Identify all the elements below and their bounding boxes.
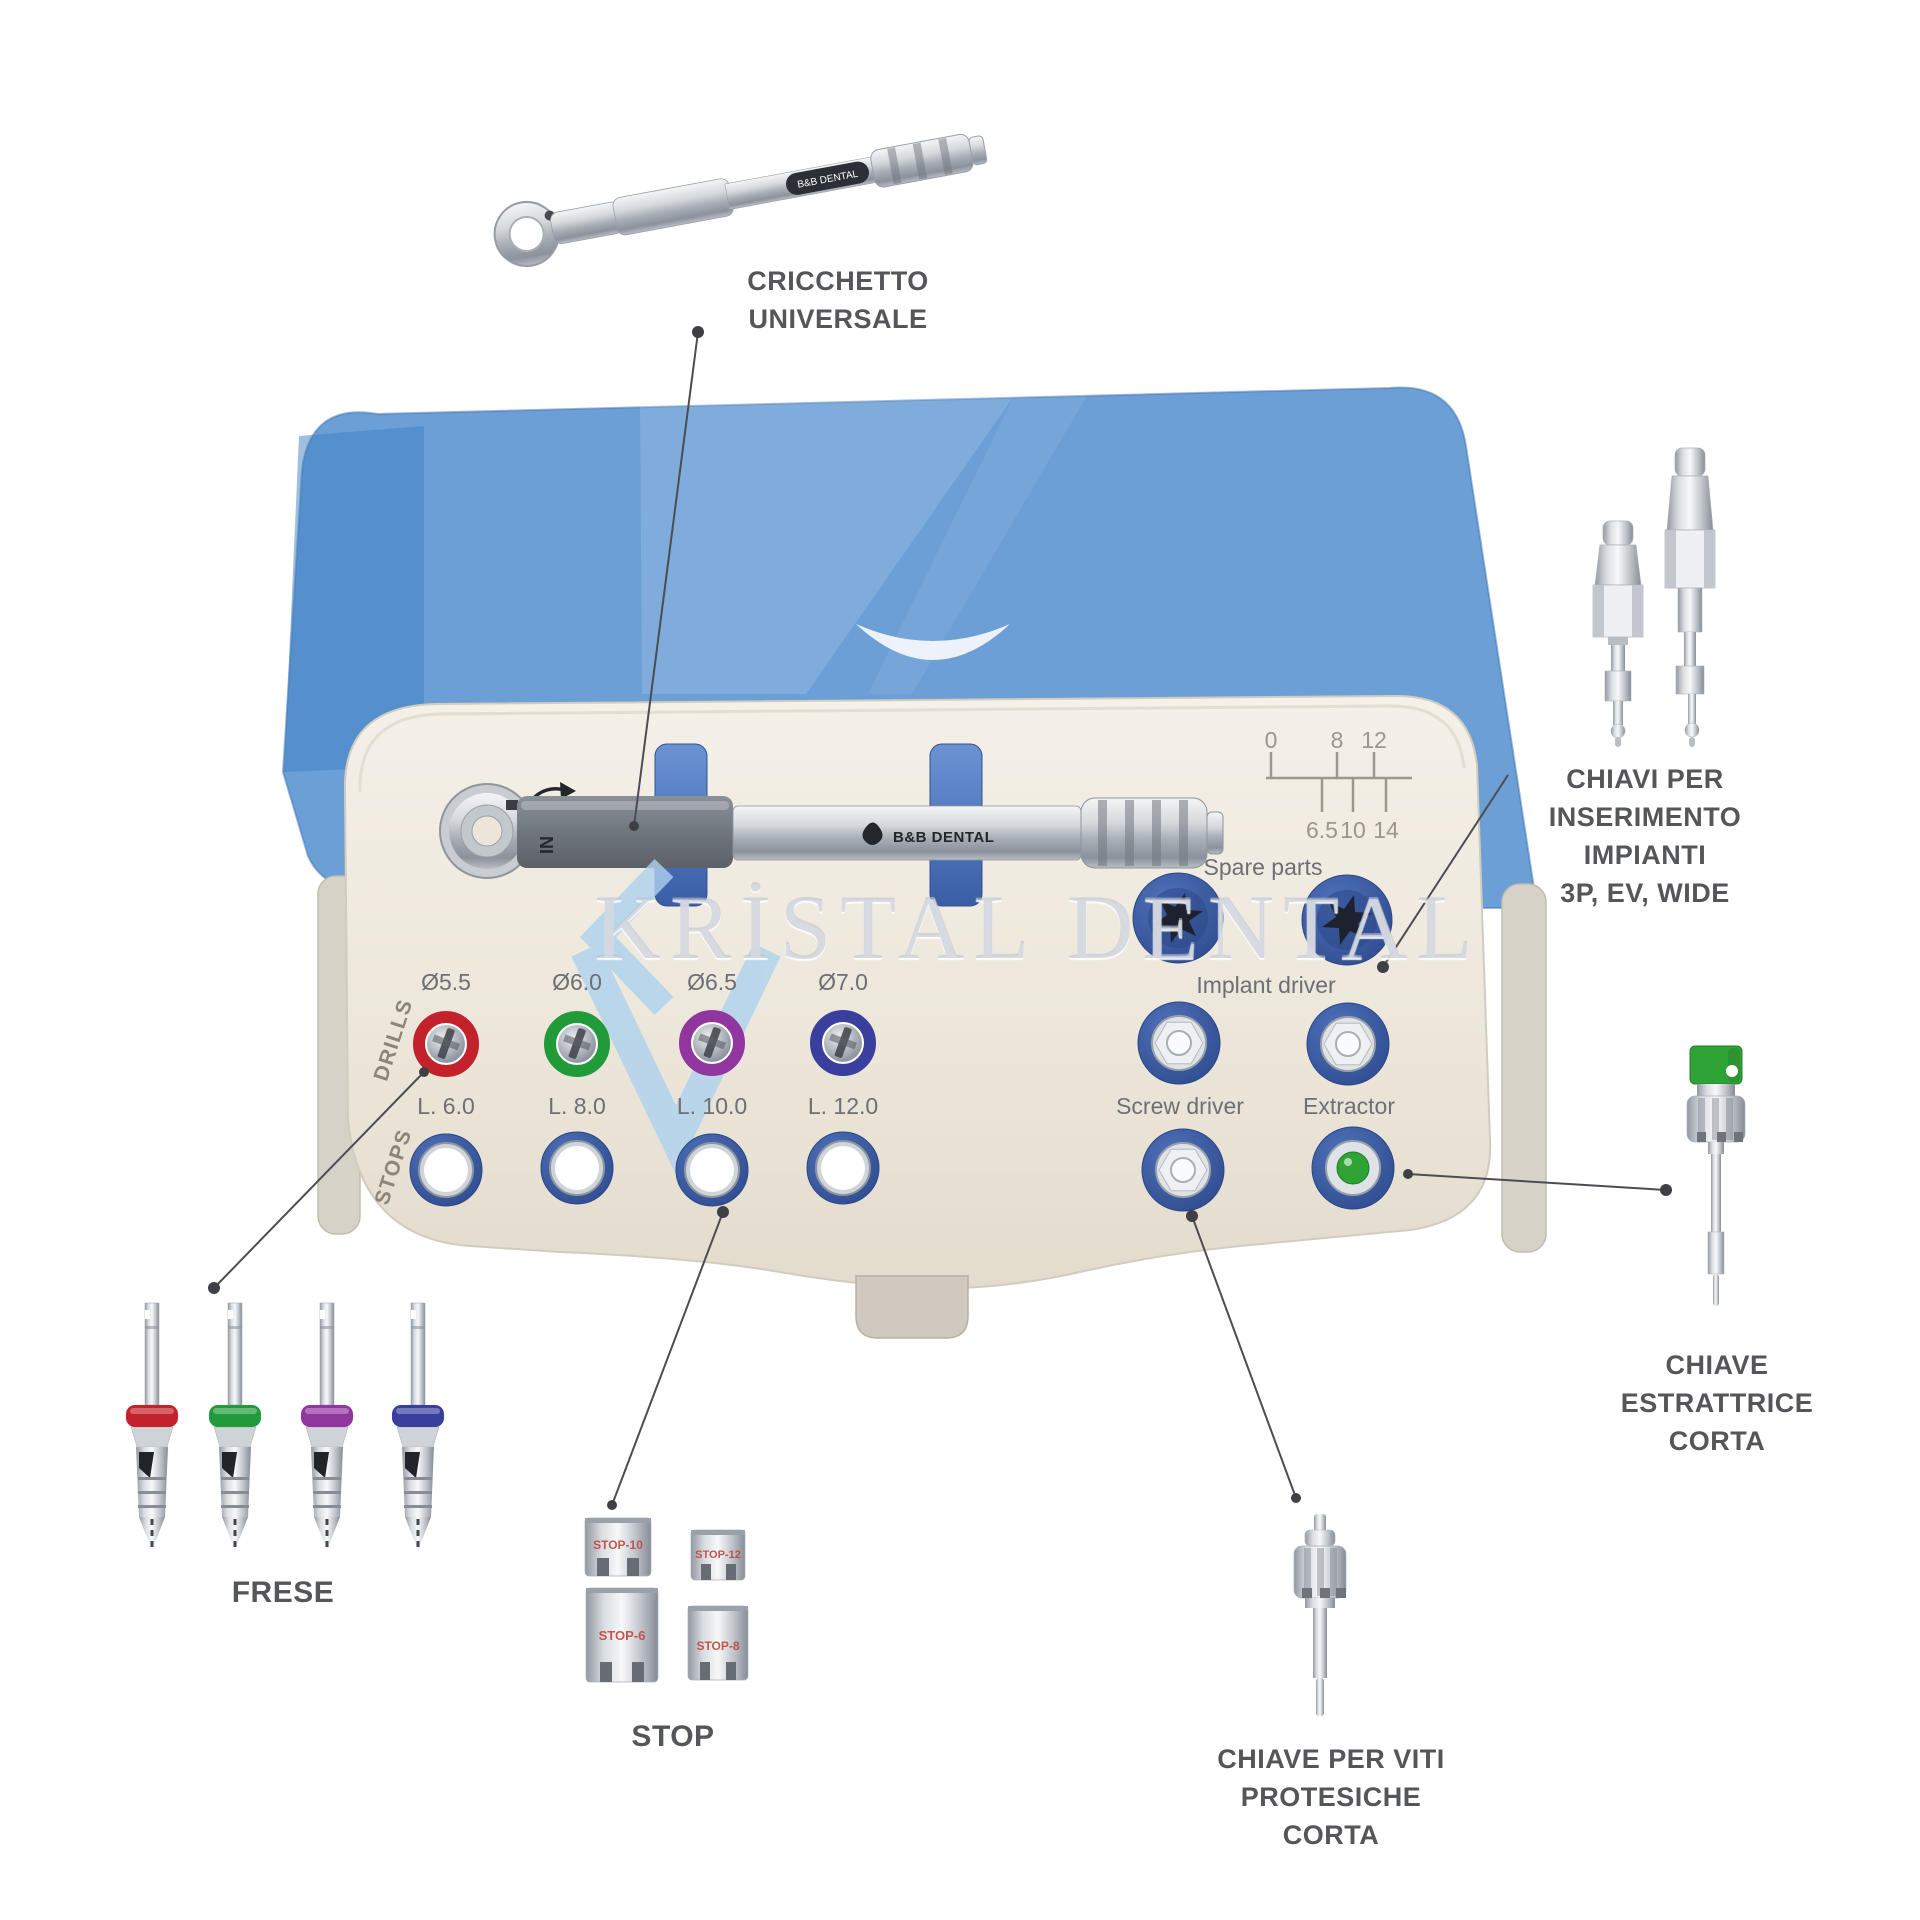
label-extractor: Extractor [1302, 1093, 1396, 1119]
callout-line: CHIAVI PER [1566, 764, 1724, 794]
fresa-6-5 [301, 1301, 353, 1554]
callout-line: CORTA [1282, 1820, 1380, 1850]
ratchet-universal: B&B DENTAL [493, 133, 988, 267]
scale-tick-6-5: 6.5 [1306, 817, 1338, 843]
scale-tick-10: 10 [1340, 817, 1366, 843]
callout-cricchetto-universale: CRICCHETTO UNIVERSALE [747, 262, 929, 338]
stop-socket-10 [675, 1133, 749, 1207]
extractor-socket [1311, 1126, 1395, 1210]
torx-screw-icon [1153, 893, 1203, 943]
label-stop-length: L. 6.0 [417, 1093, 475, 1119]
ratchet-direction-mark: IN [537, 836, 557, 854]
callout-line: CRICCHETTO [747, 266, 929, 296]
callout-line: PROTESICHE [1240, 1782, 1422, 1812]
stop-socket-8 [540, 1131, 614, 1205]
callout-chiave-estrattrice: CHIAVE ESTRATTRICE CORTA [1621, 1346, 1814, 1460]
callout-lines [208, 326, 1672, 1510]
callout-frese: FRESE [231, 1576, 335, 1609]
extractor-key [1686, 1045, 1746, 1306]
label-drill-diameter: Ø7.0 [818, 969, 868, 995]
prosthetic-screw-key [1293, 1514, 1347, 1716]
stop-marking: STOP-10 [593, 1538, 643, 1552]
lid-handle-recess [856, 624, 1010, 660]
tray-right-flange [1501, 883, 1547, 1253]
callout-chiave-viti: CHIAVE PER VITI PROTESICHE CORTA [1217, 1740, 1445, 1854]
scale-tick-14: 14 [1373, 817, 1399, 843]
label-stop-length: L. 8.0 [548, 1093, 606, 1119]
callout-line: INSERIMENTO [1548, 802, 1742, 832]
spare-parts-socket-1 [1132, 872, 1224, 964]
implant-driver-socket-2 [1306, 1002, 1390, 1086]
tray-bottom-tab [855, 1275, 969, 1339]
watermark-gem-logo [571, 859, 781, 1175]
drill-socket-6-0 [544, 1011, 610, 1077]
callout-line: CHIAVE PER VITI [1217, 1744, 1445, 1774]
fresa-7-0 [392, 1301, 444, 1554]
lid-left-shade [284, 426, 424, 772]
drill-socket-6-5 [679, 1010, 745, 1076]
insertion-key-short [1592, 520, 1644, 747]
callout-line: 3P, EV, WIDE [1560, 878, 1730, 908]
ratchet-in-tray: IN B&B DENTAL [439, 743, 1224, 907]
callout-stop: STOP [631, 1720, 715, 1753]
stop-cylinder-2: STOP-12 [690, 1529, 746, 1581]
callout-line: ESTRATTRICE [1620, 1388, 1814, 1418]
callout-line: CHIAVE [1665, 1350, 1769, 1380]
screw-driver-socket [1141, 1128, 1225, 1212]
label-drill-diameter: Ø6.5 [687, 969, 737, 995]
drill-socket-7-0 [810, 1010, 876, 1076]
label-spare-parts: Spare parts [1203, 854, 1323, 880]
label-stop-length: L. 12.0 [807, 1093, 879, 1119]
stop-marking: STOP-12 [695, 1549, 741, 1561]
torx-screw-icon [1322, 895, 1372, 945]
scale-tick-12: 12 [1361, 727, 1387, 753]
stop-marking: STOP-6 [599, 1628, 646, 1643]
label-screw-driver: Screw driver [1116, 1093, 1244, 1119]
scale-tick-0: 0 [1265, 727, 1278, 753]
fresa-5-5 [126, 1301, 178, 1554]
brand-tooth-icon [862, 822, 883, 845]
watermark-text: KRİSTAL DENTAL [594, 876, 1482, 978]
stop-socket-12 [806, 1131, 880, 1205]
depth-scale: 0 8 12 6.5 10 14 [1265, 727, 1412, 843]
stop-cylinder-3: STOP-6 [585, 1587, 659, 1683]
stop-cylinder-4: STOP-8 [687, 1605, 749, 1681]
lid-sheen [640, 396, 1014, 694]
stop-socket-6 [409, 1133, 483, 1207]
drill-socket-5-5 [413, 1011, 479, 1077]
callout-chiavi-inserimento: CHIAVI PER INSERIMENTO IMPIANTI 3P, EV, … [1549, 760, 1742, 912]
callout-line: IMPIANTI [1583, 840, 1707, 870]
stop-marking: STOP-8 [696, 1639, 739, 1653]
scale-tick-8: 8 [1331, 727, 1344, 753]
spare-parts-socket-2 [1301, 874, 1393, 966]
stop-cylinder-1: STOP-10 [584, 1517, 652, 1577]
callout-line: UNIVERSALE [748, 304, 928, 334]
fresa-6-0 [209, 1301, 261, 1554]
callout-line: CORTA [1668, 1426, 1766, 1456]
insertion-key-long [1664, 447, 1716, 747]
label-implant-driver: Implant driver [1196, 972, 1336, 998]
label-drill-diameter: Ø6.0 [552, 969, 602, 995]
label-drill-diameter: Ø5.5 [421, 969, 471, 995]
label-stop-length: L. 10.0 [676, 1093, 748, 1119]
implant-driver-socket-1 [1137, 1001, 1221, 1085]
ratchet-brand-text: B&B DENTAL [893, 829, 994, 846]
